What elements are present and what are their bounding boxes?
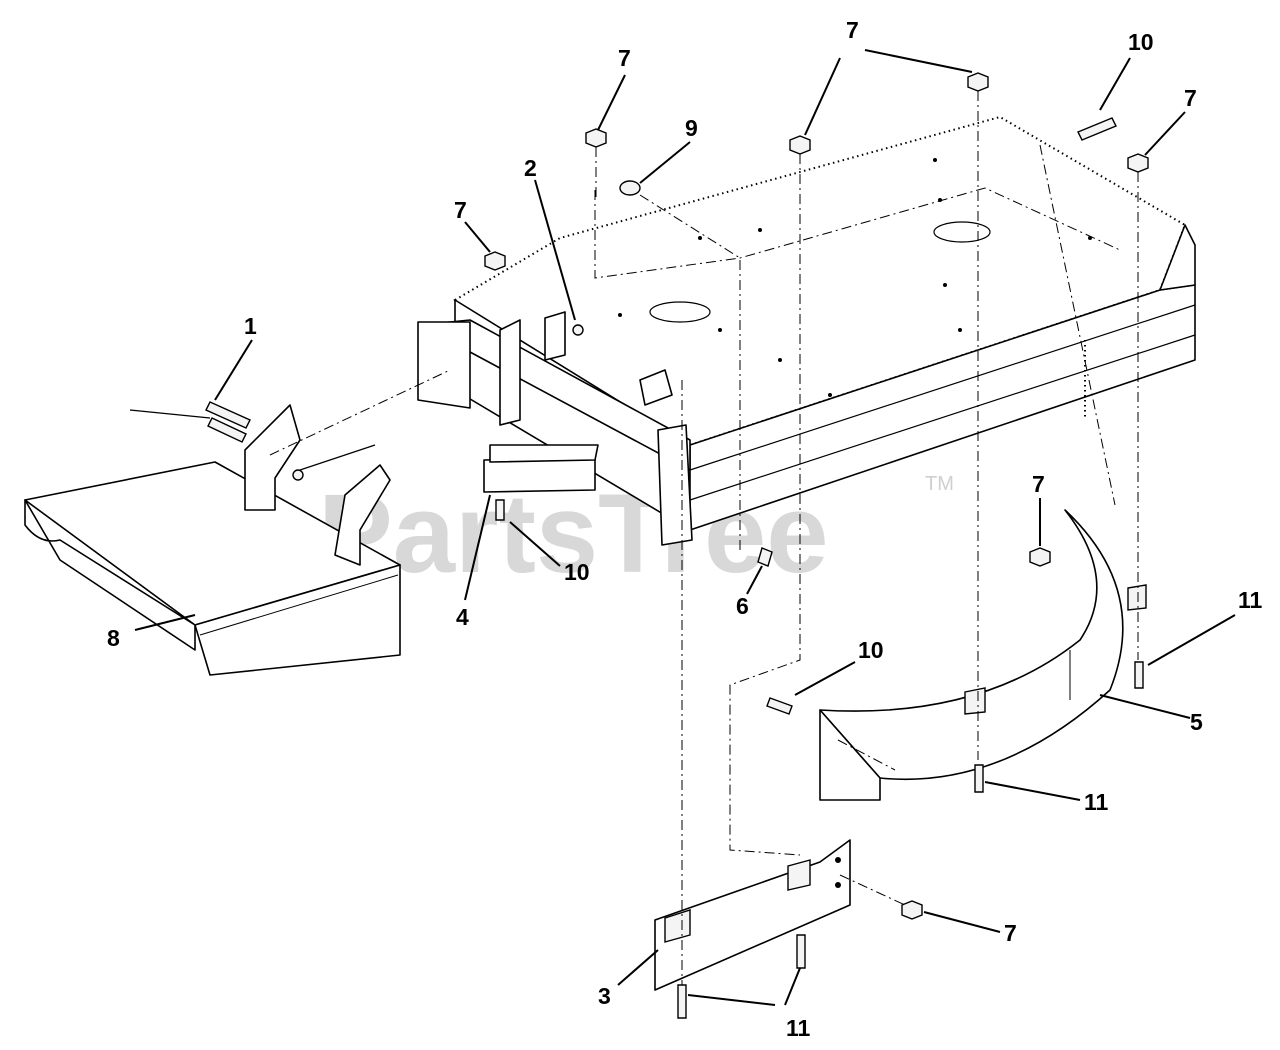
deflector-chute <box>24 461 401 676</box>
callout-7-c: 7 <box>846 17 859 43</box>
callout-7-d: 7 <box>1184 85 1197 111</box>
callout-10-b: 10 <box>564 559 590 585</box>
bolt-icon <box>1077 117 1117 141</box>
curved-baffle <box>819 509 1147 801</box>
lower-baffle <box>654 839 851 991</box>
hardware <box>484 72 1149 1019</box>
callouts: 1 2 3 4 5 6 7 7 7 7 7 7 8 9 10 10 10 11 … <box>107 17 1263 1041</box>
callout-2: 2 <box>524 155 537 181</box>
callout-6: 6 <box>736 593 749 619</box>
callout-3: 3 <box>598 983 611 1009</box>
part-4-bracket <box>483 444 599 521</box>
callout-11-a: 11 <box>1238 587 1263 613</box>
callout-7-a: 7 <box>618 45 631 71</box>
assembly-lines <box>595 91 1139 985</box>
watermark-trademark: TM <box>925 473 954 495</box>
callout-10-c: 10 <box>858 637 884 663</box>
callout-9: 9 <box>685 115 698 141</box>
hex-nut-icon <box>484 72 1149 920</box>
callout-8: 8 <box>107 625 120 651</box>
callout-7-b: 7 <box>454 197 467 223</box>
callout-4: 4 <box>456 604 469 630</box>
callout-7-f: 7 <box>1004 920 1017 946</box>
callout-7-e: 7 <box>1032 471 1045 497</box>
callout-1: 1 <box>244 313 257 339</box>
washer-icon <box>619 180 641 196</box>
callout-10-a: 10 <box>1128 29 1154 55</box>
callout-11-b: 11 <box>1084 789 1109 815</box>
leader-lines <box>134 49 1236 1006</box>
callout-5: 5 <box>1190 709 1203 735</box>
callout-11-c: 11 <box>786 1015 811 1041</box>
mower-deck <box>417 115 1196 546</box>
chute-brackets <box>129 369 451 566</box>
